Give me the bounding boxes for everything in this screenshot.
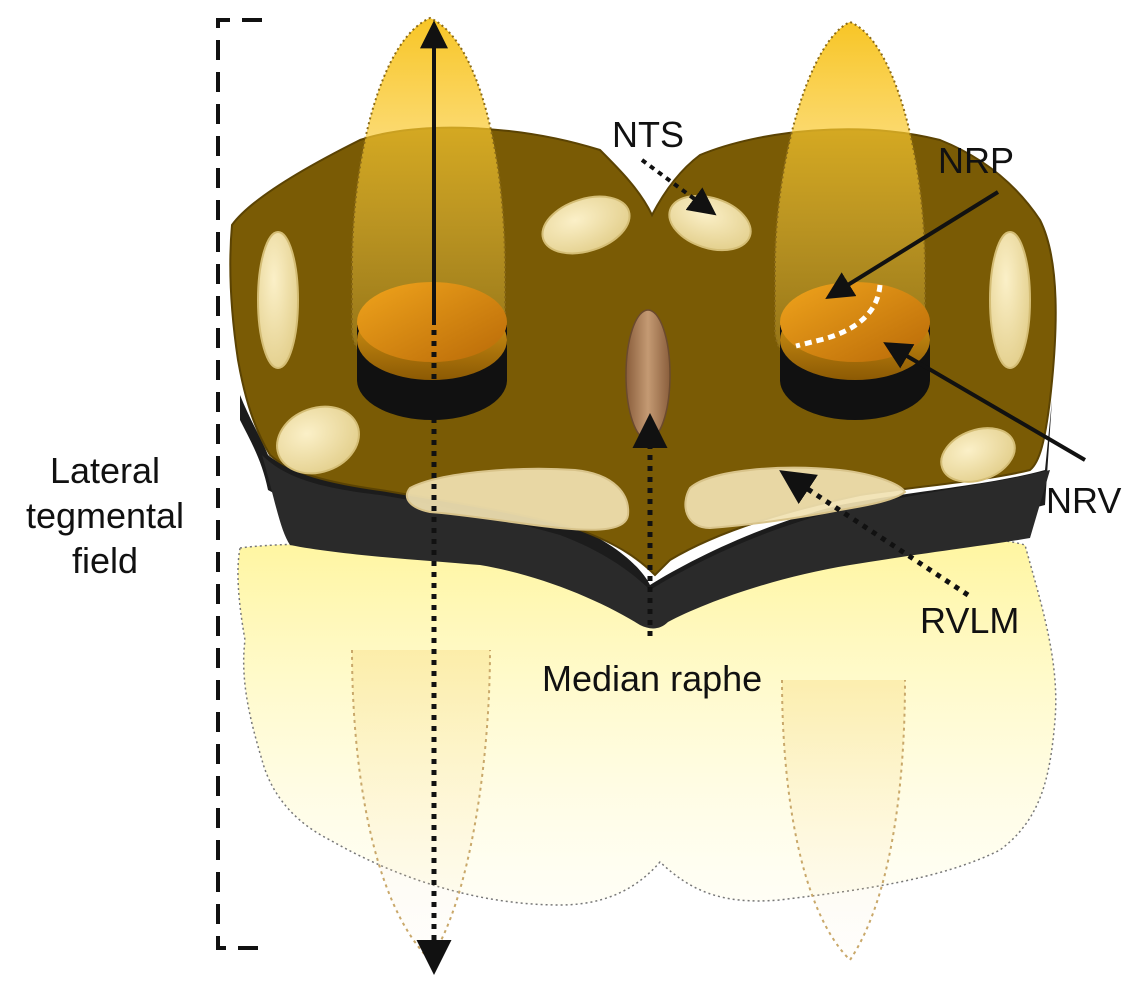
lower-cone-left	[352, 650, 490, 960]
lateral-tegmental-field-label: Lateral tegmental field	[20, 448, 190, 583]
nrv-label: NRV	[1046, 478, 1121, 523]
ltf-label-line-2: tegmental	[20, 493, 190, 538]
nucleus-lateral-right	[990, 232, 1030, 368]
ltf-label-line-3: field	[20, 538, 190, 583]
ltf-bracket	[218, 20, 268, 948]
median-raphe-label: Median raphe	[542, 656, 762, 701]
nrp-disc-right	[780, 282, 930, 420]
nrp-label: NRP	[938, 138, 1014, 183]
lower-cone-right	[782, 680, 905, 960]
nts-label: NTS	[612, 112, 684, 157]
ltf-label-line-1: Lateral	[20, 448, 190, 493]
rvlm-label: RVLM	[920, 598, 1019, 643]
nucleus-lateral-left	[258, 232, 298, 368]
median-raphe-nucleus	[626, 310, 670, 440]
